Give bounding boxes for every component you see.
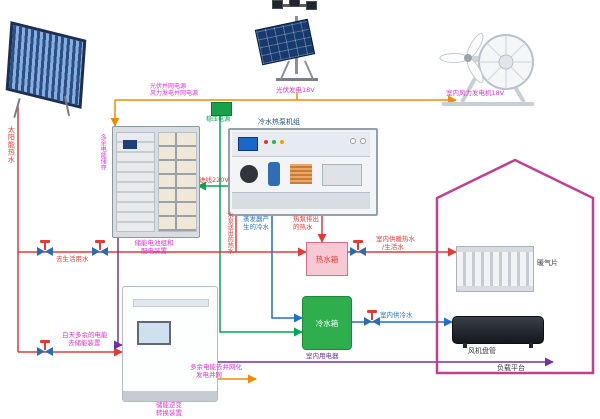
indicator-icon bbox=[264, 140, 268, 144]
label-incoming-220v: 进线220V bbox=[199, 176, 229, 184]
label-indoor-heat-line2: /生活水 bbox=[382, 243, 404, 251]
pv-leg bbox=[280, 60, 290, 80]
battery-cabinet-right-door bbox=[158, 132, 197, 232]
valve-icon bbox=[350, 240, 366, 256]
fan-coil-unit bbox=[452, 316, 544, 348]
label-regulator: 稳压电源 bbox=[206, 116, 231, 123]
solar-collector-panel bbox=[5, 21, 87, 109]
label-solar-hot-water: 太阳能热水 bbox=[7, 126, 16, 164]
label-battery-caption-line2: 配电装置 bbox=[141, 247, 167, 255]
control-screen bbox=[238, 137, 258, 151]
pv-panel bbox=[254, 18, 316, 66]
fan-coil-foot bbox=[463, 343, 467, 348]
heat-exchanger-icon bbox=[290, 164, 312, 184]
bench-base bbox=[232, 192, 370, 209]
label-heatpump-hot: 热泵排出的热水 bbox=[293, 215, 319, 231]
indicator-icon bbox=[272, 140, 276, 144]
label-grid-caption-line1: 多余电能去并网化 bbox=[190, 363, 242, 371]
valve-icon bbox=[37, 240, 53, 256]
inverter-base bbox=[123, 391, 217, 401]
radiator bbox=[456, 246, 534, 292]
heat-pump-unit bbox=[228, 128, 378, 216]
label-inverter-caption-line2: 转换装置 bbox=[156, 409, 182, 417]
electric-box-icon bbox=[322, 164, 362, 186]
label-load-platform: 负载平台 bbox=[497, 364, 525, 372]
receiver-tank-icon bbox=[268, 162, 280, 186]
radiator-rail bbox=[457, 286, 533, 291]
label-fan-coil: 风机盘管 bbox=[468, 347, 496, 355]
label-excess-energy-store: 多余电能储存 bbox=[99, 134, 107, 170]
label-indoor-heat-line1: 室内供暖热水 bbox=[376, 235, 415, 243]
inverter-vent bbox=[133, 299, 209, 307]
pipe-battery-to-inverter bbox=[113, 236, 123, 350]
gauge-icon bbox=[350, 138, 356, 144]
pv-sensor-icon bbox=[289, 0, 300, 7]
cold-water-tank-label: 冷水箱 bbox=[315, 318, 339, 328]
voltage-regulator-box bbox=[211, 102, 232, 116]
label-inverter-caption-line1: 储能逆变 bbox=[156, 401, 182, 409]
label-heat-pump-unit: 冷水热泵机组 bbox=[258, 118, 300, 126]
hot-water-tank: 热水箱 bbox=[306, 242, 348, 276]
label-indoor-appliances: 室内用电器 bbox=[306, 352, 339, 360]
compressor-icon bbox=[240, 165, 258, 183]
pv-leg bbox=[304, 60, 314, 80]
cold-water-tank: 冷水箱 bbox=[302, 296, 352, 350]
pv-tracker bbox=[254, 0, 338, 94]
label-daytime-excess-line2: 去储能装置 bbox=[68, 339, 101, 347]
wind-turbine bbox=[428, 16, 544, 112]
label-to-domestic-water: 去生活用水 bbox=[56, 255, 89, 263]
valve-icon bbox=[37, 340, 53, 356]
label-pump-hot: 水泵送出的热水 bbox=[226, 212, 234, 254]
label-wind-power: 室内风力发电机18V bbox=[446, 89, 505, 97]
pv-sensor-icon bbox=[306, 1, 317, 10]
label-pv-grid-source: 光伏并网电源 bbox=[150, 83, 187, 90]
valve-icon bbox=[92, 240, 108, 256]
label-pv-power: 光伏发电18V bbox=[276, 86, 315, 94]
label-grid-caption-line2: 发电并网 bbox=[196, 371, 222, 379]
solar-collector bbox=[0, 21, 96, 118]
radiator-rail bbox=[457, 247, 533, 252]
hot-water-tank-label: 热水箱 bbox=[315, 254, 339, 264]
heat-pump-components bbox=[232, 158, 370, 190]
label-evaporator-cold: 蒸发器产生的冷水 bbox=[243, 215, 269, 231]
gauge-icon bbox=[360, 138, 366, 144]
inverter-cabinet bbox=[122, 286, 218, 402]
cabinet-screen bbox=[123, 140, 137, 149]
label-battery-caption-line1: 储能电池组和 bbox=[134, 239, 174, 247]
wind-turbine-graphic bbox=[439, 33, 534, 106]
label-wind-grid-source: 风力发电并网电源 bbox=[150, 90, 199, 97]
battery-cabinet bbox=[112, 126, 200, 238]
pv-base bbox=[276, 78, 318, 81]
pv-sensor-icon bbox=[272, 0, 283, 9]
label-radiator: 暖气片 bbox=[537, 259, 558, 267]
indicator-icon bbox=[280, 140, 284, 144]
heat-pump-control-panel bbox=[232, 132, 370, 157]
fan-coil-foot bbox=[529, 343, 533, 348]
label-daytime-excess-line1: 白天多余的电能 bbox=[62, 331, 108, 339]
valve-icon bbox=[364, 310, 380, 326]
label-indoor-cold-water: 室内供冷水 bbox=[380, 311, 413, 319]
battery-cabinet-left-door bbox=[116, 132, 155, 232]
house-outline bbox=[435, 158, 595, 375]
inverter-screen bbox=[137, 321, 171, 345]
pipe-evaporator-cold bbox=[271, 212, 303, 323]
